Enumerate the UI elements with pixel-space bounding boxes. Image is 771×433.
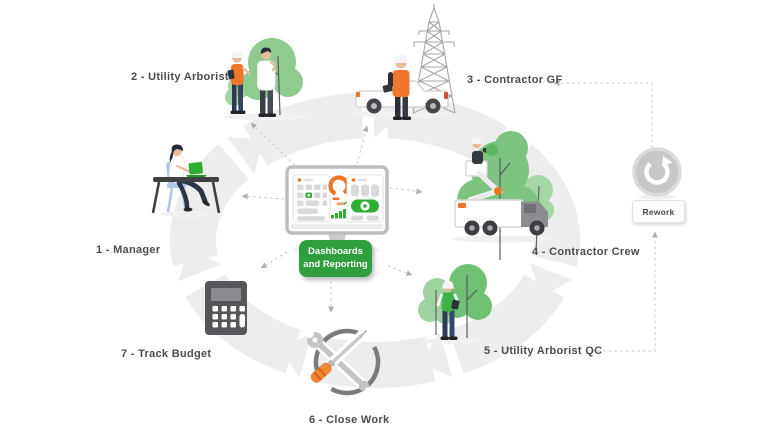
rework-button: Rework xyxy=(632,200,685,223)
step-label-track-budget: 7 - Track Budget xyxy=(121,348,212,360)
dashboards-button-line1: Dashboards xyxy=(308,245,363,257)
crew-worker-person xyxy=(472,137,498,164)
qc-person xyxy=(436,280,460,340)
tools-icon xyxy=(304,328,381,396)
step-label-contractor-gf: 3 - Contractor GF xyxy=(467,74,563,86)
dashboards-reporting-button: Dashboards and Reporting xyxy=(299,240,372,277)
contractor-gf-person xyxy=(382,54,411,120)
utility-arborist-people xyxy=(227,47,276,117)
dashboard-left-panel xyxy=(292,174,331,223)
dashboards-button-line2: and Reporting xyxy=(303,258,368,270)
step-label-contractor-crew: 4 - Contractor Crew xyxy=(532,246,640,258)
step-label-utility-arborist-qc: 5 - Utility Arborist QC xyxy=(484,345,603,357)
bucket-truck-icon xyxy=(454,160,548,236)
calculator-icon xyxy=(205,281,247,335)
step-label-close-work: 6 - Close Work xyxy=(309,414,390,426)
manager-illustration xyxy=(151,144,221,214)
step-label-manager: 1 - Manager xyxy=(96,244,161,256)
rework-icon xyxy=(632,147,682,197)
dashboard-right-panel xyxy=(346,174,384,223)
connector-lines xyxy=(241,80,658,352)
step-label-utility-arborist: 2 - Utility Arborist xyxy=(131,71,229,83)
